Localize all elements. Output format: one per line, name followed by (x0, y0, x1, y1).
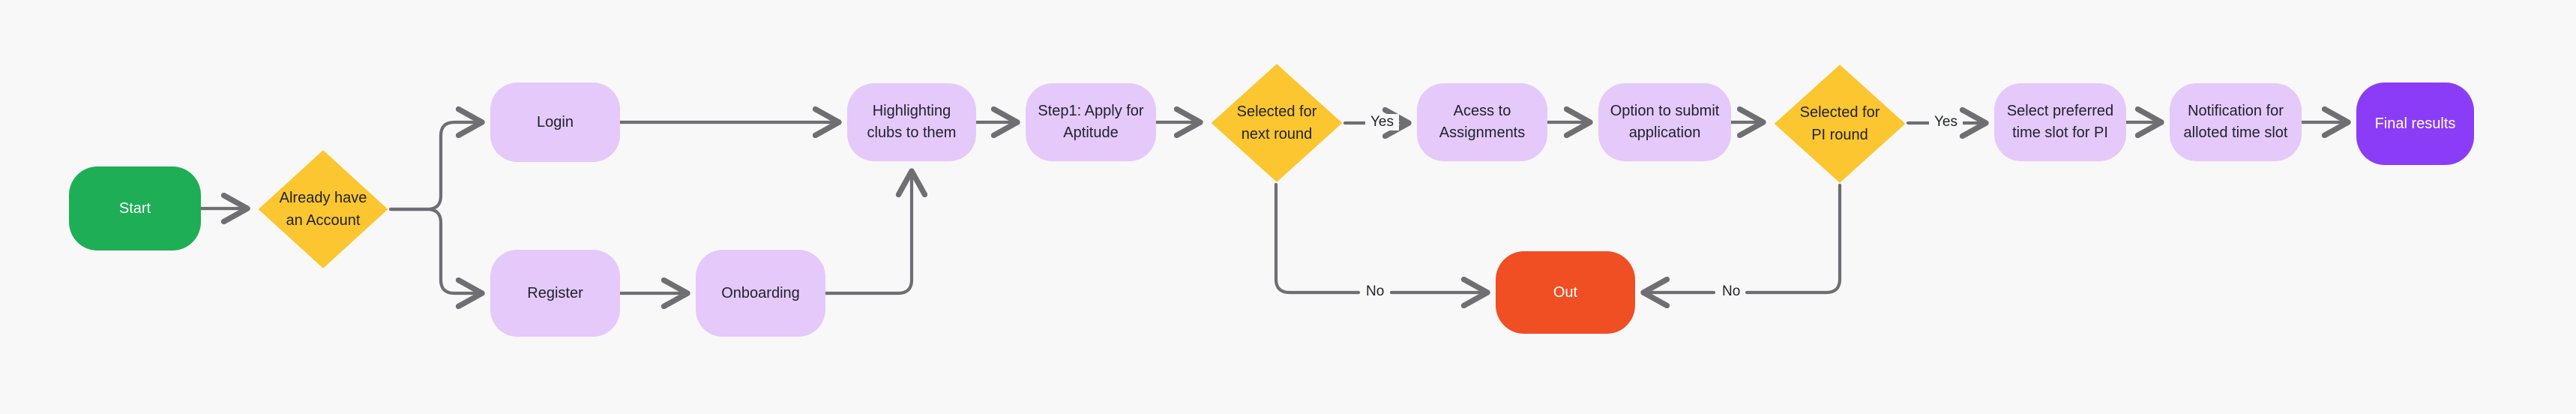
node-selected-pi-round[interactable]: Selected for PI round (1772, 62, 1908, 185)
edge-selected-next-round-no-to-out (1274, 182, 1361, 295)
node-notification-slot[interactable]: Notification for alloted time slot (2170, 83, 2302, 161)
node-register-label: Register (527, 284, 583, 302)
node-apply-aptitude[interactable]: Step1: Apply for Aptitude (1026, 83, 1156, 161)
node-selected-next-round[interactable]: Selected for next round (1209, 62, 1345, 184)
diamond-shape (1211, 64, 1343, 182)
node-onboarding[interactable]: Onboarding (696, 250, 825, 337)
node-start[interactable]: Start (69, 166, 201, 250)
edge-label-no-pi-round: No (1717, 284, 1746, 300)
edge-label-yes-next-round: Yes (1365, 114, 1399, 130)
node-selected-pi-round-label: Selected for PI round (1799, 104, 1880, 143)
node-login-label: Login (537, 113, 574, 130)
edge-label-yes-pi-round: Yes (1929, 114, 1963, 130)
edge-have-account-to-register (388, 207, 482, 293)
node-access-assignments-label: Acess to Assignments (1439, 103, 1526, 141)
node-final-results-label: Final results (2374, 115, 2456, 132)
node-have-account[interactable]: Already have an Account (256, 148, 391, 271)
node-out[interactable]: Out (1496, 251, 1635, 334)
node-submit-application-label: Option to submit application (1610, 103, 1720, 141)
diamond-shape (258, 150, 388, 268)
node-start-label: Start (118, 200, 151, 217)
node-highlight-clubs-label: Highlighting clubs to them (867, 103, 957, 141)
edge-label-no-next-round: No (1361, 284, 1390, 300)
edge-selected-pi-round-no-to-out (1745, 183, 1842, 295)
node-out-label: Out (1553, 284, 1578, 301)
node-selected-next-round-label: Selected for next round (1236, 104, 1317, 142)
node-register[interactable]: Register (490, 250, 620, 337)
node-onboarding-label: Onboarding (721, 284, 800, 302)
node-login[interactable]: Login (490, 82, 620, 162)
edge-have-account-to-login (388, 122, 482, 212)
edge-onboarding-to-highlight-clubs (823, 171, 912, 296)
node-highlight-clubs[interactable]: Highlighting clubs to them (847, 83, 976, 161)
node-access-assignments[interactable]: Acess to Assignments (1417, 83, 1547, 161)
node-preferred-slot-label: Select preferred time slot for PI (2006, 103, 2114, 141)
diamond-shape (1774, 64, 1906, 183)
node-have-account-label: Already have an Account (279, 190, 367, 229)
node-apply-aptitude-label: Step1: Apply for Aptitude (1038, 103, 1144, 141)
node-submit-application[interactable]: Option to submit application (1598, 83, 1731, 161)
node-final-results[interactable]: Final results (2356, 82, 2474, 165)
node-preferred-slot[interactable]: Select preferred time slot for PI (1994, 83, 2126, 161)
node-notification-slot-label: Notification for alloted time slot (2183, 103, 2288, 141)
